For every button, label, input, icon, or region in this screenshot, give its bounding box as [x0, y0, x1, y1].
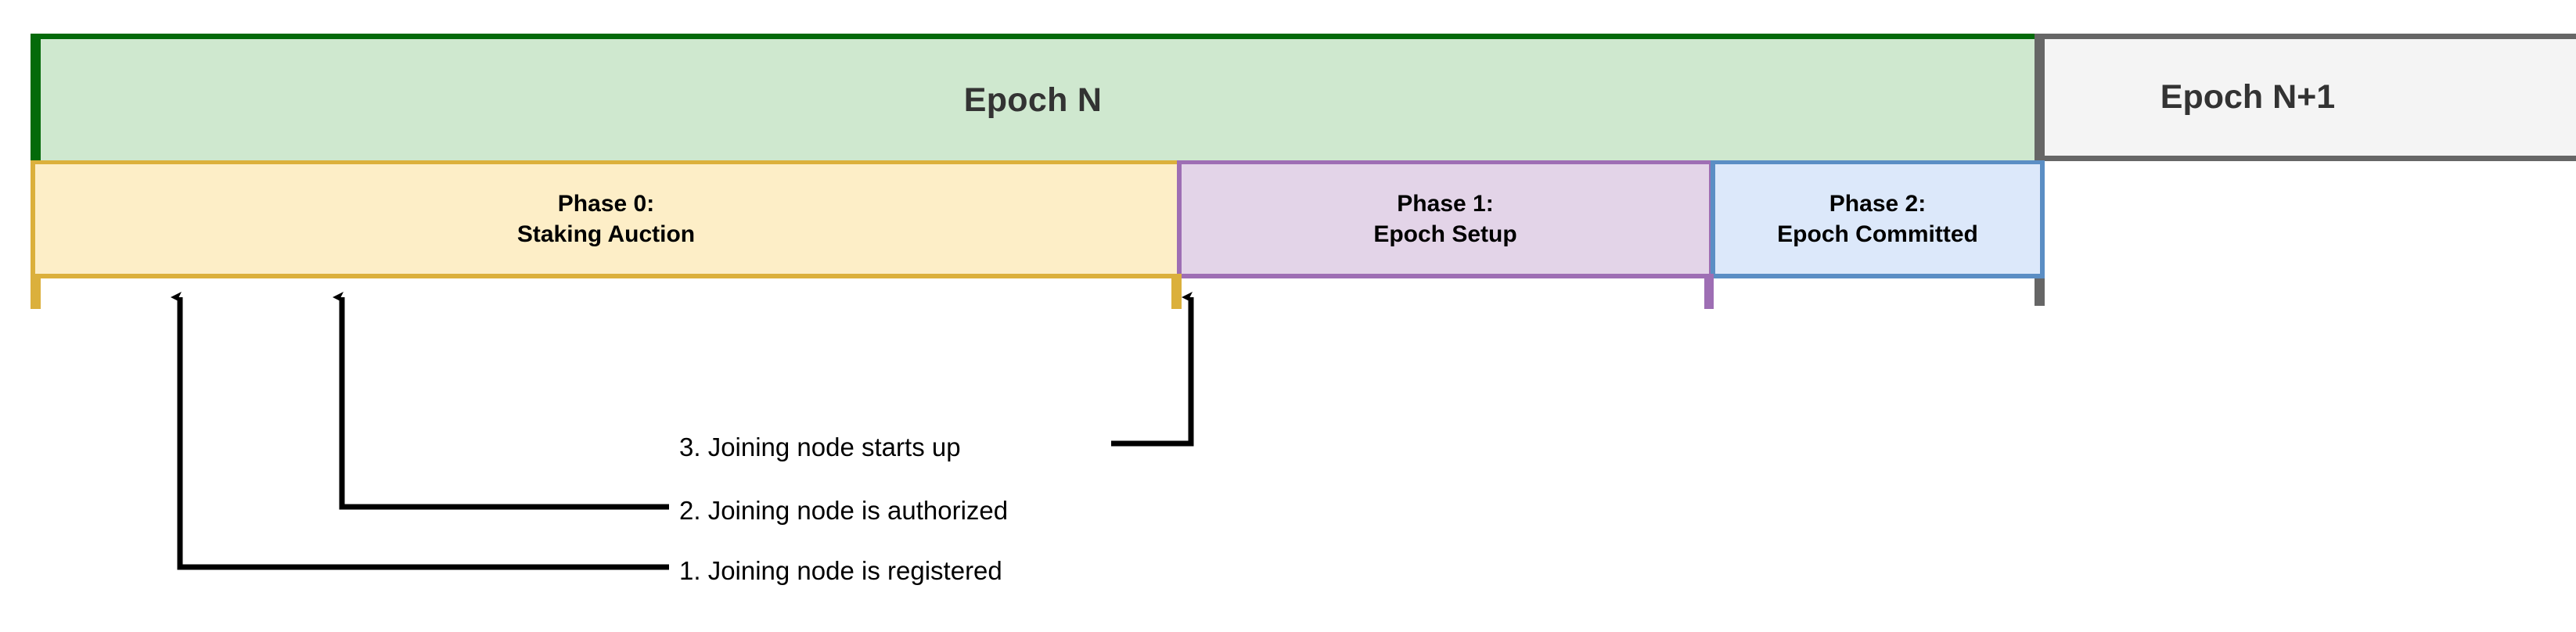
phase-0-box: Phase 0: Staking Auction: [31, 160, 1182, 278]
phase-0-title: Phase 0:: [557, 191, 655, 217]
phase-1-end-tick: [1704, 274, 1714, 309]
epoch-n-box: Epoch N: [31, 34, 2035, 161]
phase-0-start-tick: [31, 274, 41, 309]
phase-0-subtitle: Staking Auction: [516, 221, 696, 247]
phase-2-subtitle: Epoch Committed: [1777, 221, 1978, 247]
epoch-n-plus-1-box: Epoch N+1: [2035, 34, 2576, 161]
phase-1-box: Phase 1: Epoch Setup: [1177, 160, 1714, 278]
epoch-n-label: Epoch N: [963, 81, 1103, 119]
callout-3-label: 3. Joining node starts up: [679, 433, 961, 461]
callout-2-label: 2. Joining node is authorized: [679, 496, 1009, 525]
callout-1-leader: [171, 292, 669, 570]
phase-2-title: Phase 2:: [1829, 191, 1927, 217]
phase-0-end-tick: [1171, 274, 1182, 309]
callout-3-leader: [1111, 292, 1194, 447]
phase-2-box: Phase 2: Epoch Committed: [1711, 160, 2045, 278]
phase-1-title: Phase 1:: [1397, 191, 1494, 217]
epoch-n-plus-1-label: Epoch N+1: [2160, 78, 2336, 116]
phase-1-subtitle: Epoch Setup: [1373, 221, 1517, 247]
callout-1-label: 1. Joining node is registered: [679, 556, 1002, 585]
callout-2-leader: [333, 292, 669, 510]
